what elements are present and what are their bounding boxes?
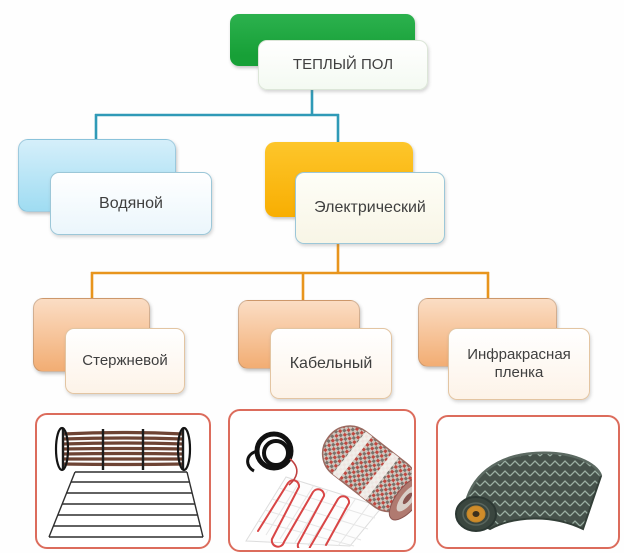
red-heating-cable <box>257 479 351 548</box>
node-film-label: Инфракрасная пленка <box>448 328 590 400</box>
node-electric-label: Электрический <box>295 172 445 244</box>
connector-root-to-level2 <box>94 88 340 144</box>
film-sheet-edge <box>462 451 603 514</box>
infrared-film-roll-photo <box>436 415 620 549</box>
rod-bundle <box>62 430 184 467</box>
connector-electric-to-level3 <box>90 242 490 302</box>
infrared-film-drawing <box>455 451 603 532</box>
rod-heating-mat-photo <box>35 413 211 549</box>
wire-ladder <box>48 471 204 538</box>
cable-heating-mat-drawing <box>245 425 412 548</box>
mat-roll <box>321 425 412 521</box>
rod-bundle-ties <box>61 429 185 470</box>
node-rod-label: Стержневой <box>65 328 185 394</box>
node-cable-label: Кабельный <box>270 328 392 399</box>
rod-heating-mat-drawing <box>48 426 204 538</box>
root-node-label: ТЕПЛЫЙ ПОЛ <box>258 40 428 90</box>
coiled-cord <box>246 431 298 486</box>
film-roll-core <box>455 496 497 532</box>
cable-heating-mat-photo <box>228 409 416 552</box>
node-water-label: Водяной <box>50 172 212 235</box>
